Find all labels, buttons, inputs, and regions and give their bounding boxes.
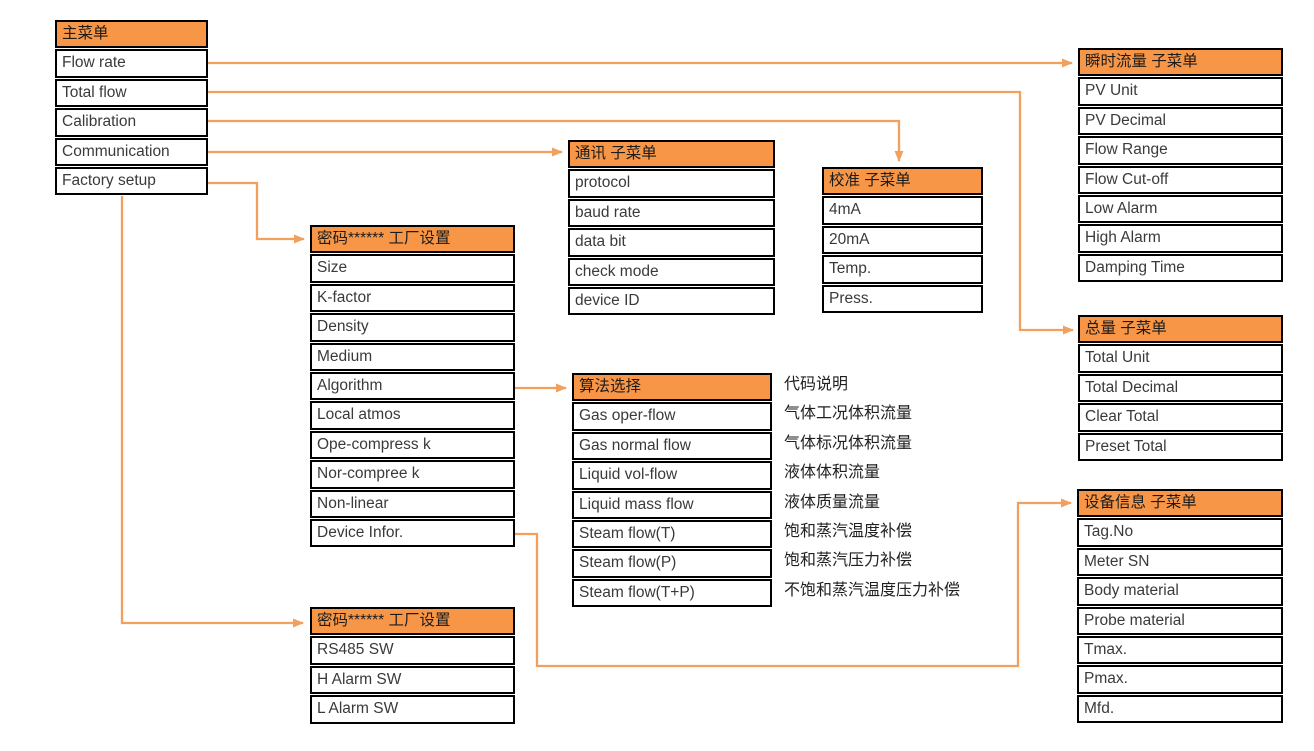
menu-communication-header: 通讯 子菜单 [568, 140, 775, 169]
menu-factory-setup-1-item: Nor-compree k [310, 460, 515, 489]
menu-main-item: Communication [55, 137, 208, 166]
menu-factory-setup-1-item: Algorithm [310, 371, 515, 401]
connector-device-infor [515, 498, 1072, 668]
menu-total-flow-header: 总量 子菜单 [1078, 315, 1283, 344]
connector-total-flow [208, 90, 1074, 335]
menu-total-flow-item: Preset Total [1078, 432, 1283, 461]
menu-communication-item: check mode [568, 257, 775, 286]
menu-calibration-item: 4mA [822, 196, 983, 225]
menu-algorithm-item: Steam flow(P) [572, 549, 772, 578]
menu-instant-flow-item: PV Unit [1078, 77, 1283, 106]
algorithm-description-item: 气体标况体积流量 [784, 434, 913, 452]
menu-instant-flow-item: Flow Range [1078, 136, 1283, 165]
menu-factory-setup-1-item: Ope-compress k [310, 430, 515, 460]
menu-total-flow-item: Total Unit [1078, 344, 1283, 373]
menu-main-item: Calibration [55, 108, 208, 137]
algorithm-description-item: 液体体积流量 [784, 464, 881, 482]
menu-algorithm-item: Steam flow(T) [572, 519, 772, 549]
menu-algorithm-item: Gas normal flow [572, 431, 772, 461]
menu-factory-setup-1-item: K-factor [310, 283, 515, 313]
algorithm-description-item: 气体工况体积流量 [784, 405, 913, 423]
menu-instant-flow-item: Flow Cut-off [1078, 165, 1283, 194]
menu-device-info-header: 设备信息 子菜单 [1077, 489, 1283, 518]
menu-device-info-item: Tag.No [1077, 518, 1283, 547]
menu-factory-setup-2-header: 密码****** 工厂设置 [310, 607, 515, 636]
menu-calibration-item: Press. [822, 284, 983, 313]
menu-algorithm-item: Gas oper-flow [572, 402, 772, 431]
algorithm-descriptions-header: 代码说明 [784, 376, 849, 393]
menu-factory-setup-1-item: Density [310, 313, 515, 342]
menu-communication-item: data bit [568, 228, 775, 257]
menu-total-flow-item: Total Decimal [1078, 373, 1283, 403]
menu-factory-setup-1-item: Medium [310, 342, 515, 371]
menu-algorithm-item: Liquid vol-flow [572, 461, 772, 490]
menu-communication-item: baud rate [568, 198, 775, 228]
menu-factory-setup-1-header: 密码****** 工厂设置 [310, 225, 515, 254]
menu-communication-item: device ID [568, 286, 775, 316]
menu-device-info-item: Meter SN [1077, 547, 1283, 577]
menu-calibration-header: 校准 子菜单 [822, 167, 983, 196]
menu-factory-setup-1-item: Local atmos [310, 401, 515, 430]
menu-device-info-item: Probe material [1077, 606, 1283, 635]
menu-instant-flow-item: Low Alarm [1078, 194, 1283, 224]
menu-instant-flow-item: High Alarm [1078, 224, 1283, 253]
menu-factory-setup-2-item: RS485 SW [310, 636, 515, 665]
menu-device-info-item: Tmax. [1077, 635, 1283, 665]
menu-factory-setup-1-item: Size [310, 254, 515, 283]
menu-algorithm-header: 算法选择 [572, 373, 772, 402]
menu-main-header: 主菜单 [55, 20, 208, 49]
menu-calibration-item: Temp. [822, 255, 983, 284]
connector-factory-setup-lower [120, 196, 304, 628]
algorithm-description-item: 不饱和蒸汽温度压力补偿 [784, 581, 961, 599]
menu-instant-flow-item: PV Decimal [1078, 106, 1283, 136]
menu-main-item: Factory setup [55, 166, 208, 196]
menu-algorithm-item: Liquid mass flow [572, 490, 772, 519]
algorithm-description-item: 液体质量流量 [784, 493, 881, 511]
menu-algorithm-item: Steam flow(T+P) [572, 578, 772, 608]
connector-calibration [208, 119, 904, 162]
menu-total-flow-item: Clear Total [1078, 403, 1283, 432]
connector-factory-setup-upper [208, 181, 305, 244]
menu-factory-setup-2-item: L Alarm SW [310, 695, 515, 724]
menu-instant-flow-header: 瞬时流量 子菜单 [1078, 48, 1283, 77]
menu-main-item: Total flow [55, 78, 208, 108]
menu-factory-setup-2-item: H Alarm SW [310, 665, 515, 695]
algorithm-description-item: 饱和蒸汽温度补偿 [784, 522, 913, 540]
menu-device-info-item: Body material [1077, 577, 1283, 606]
menu-main-item: Flow rate [55, 49, 208, 78]
algorithm-description-item: 饱和蒸汽压力补偿 [784, 552, 913, 570]
menu-factory-setup-1-item: Device Infor. [310, 518, 515, 548]
menu-device-info-item: Mfd. [1077, 694, 1283, 724]
menu-factory-setup-1-item: Non-linear [310, 489, 515, 518]
menu-device-info-item: Pmax. [1077, 665, 1283, 694]
menu-calibration-item: 20mA [822, 225, 983, 255]
algorithm-descriptions: 代码说明 气体工况体积流量气体标况体积流量液体体积流量液体质量流量饱和蒸汽温度补… [778, 373, 1048, 608]
menu-instant-flow-item: Damping Time [1078, 253, 1283, 283]
menu-communication-item: protocol [568, 169, 775, 198]
